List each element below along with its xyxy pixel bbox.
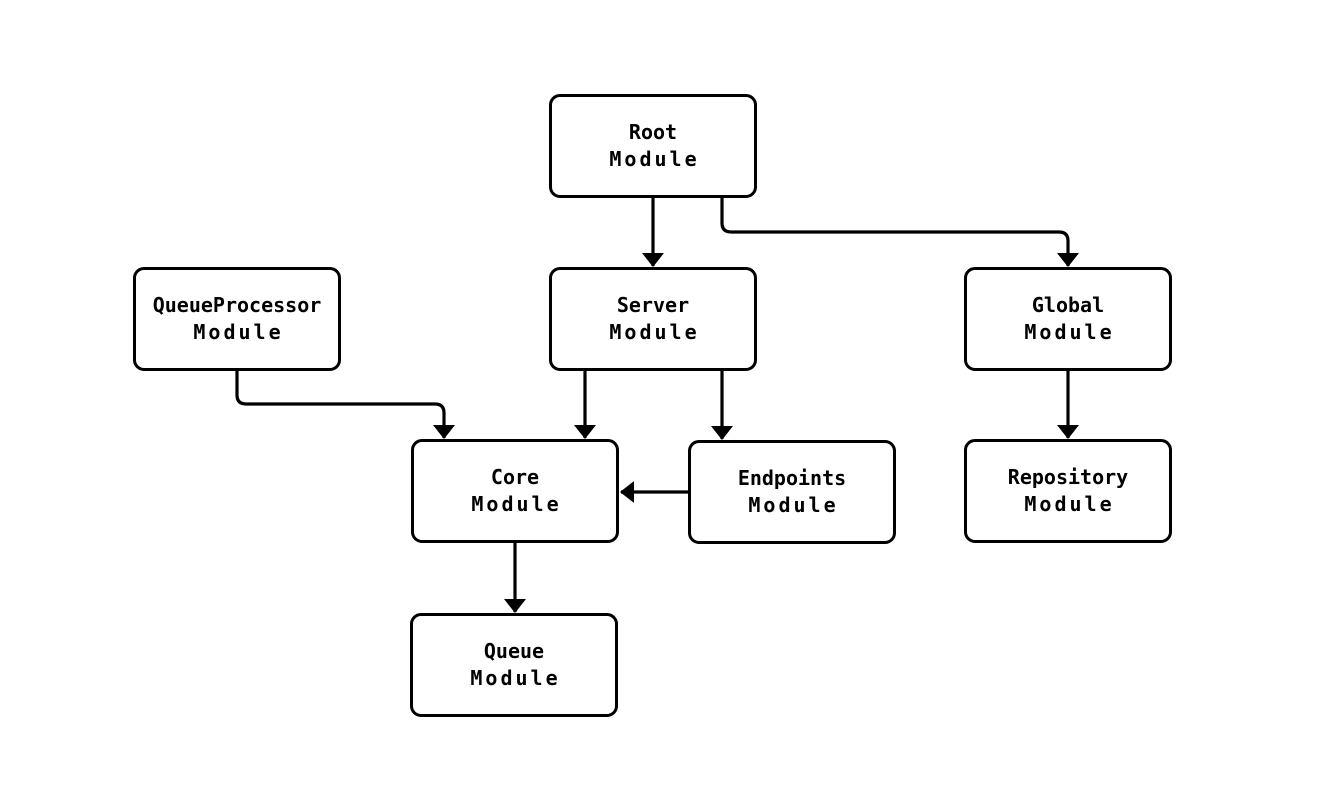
node-repository-label-line2: Module — [1024, 492, 1115, 516]
node-core-label-line2: Module — [471, 492, 562, 516]
node-server-label-line1: Server — [616, 293, 690, 317]
node-root-label-line2: Module — [609, 147, 700, 171]
node-root-label-line1: Root — [628, 120, 678, 144]
node-server-label-line2: Module — [609, 320, 700, 344]
node-global-module: Global Module — [964, 267, 1172, 371]
node-core-module: Core Module — [411, 439, 619, 543]
node-queueprocessor-label-line2: Module — [193, 320, 284, 344]
node-root-module: Root Module — [549, 94, 757, 198]
node-core-label-line1: Core — [490, 465, 540, 489]
node-endpoints-label-line2: Module — [748, 493, 839, 517]
node-endpoints-module: Endpoints Module — [688, 440, 896, 544]
node-endpoints-label-line1: Endpoints — [737, 466, 847, 490]
node-queueprocessor-label-line1: QueueProcessor — [152, 293, 322, 317]
node-repository-label-line1: Repository — [1007, 465, 1129, 489]
node-server-module: Server Module — [549, 267, 757, 371]
node-global-label-line2: Module — [1024, 320, 1115, 344]
node-repository-module: Repository Module — [964, 439, 1172, 543]
node-global-label-line1: Global — [1031, 293, 1105, 317]
edge-queueprocessor-to-core — [235, 371, 455, 439]
edge-root-to-global — [720, 198, 1079, 267]
node-queue-module: Queue Module — [410, 613, 618, 717]
node-queue-label-line2: Module — [470, 666, 561, 690]
node-queueprocessor-module: QueueProcessor Module — [133, 267, 341, 371]
node-queue-label-line1: Queue — [483, 639, 545, 663]
